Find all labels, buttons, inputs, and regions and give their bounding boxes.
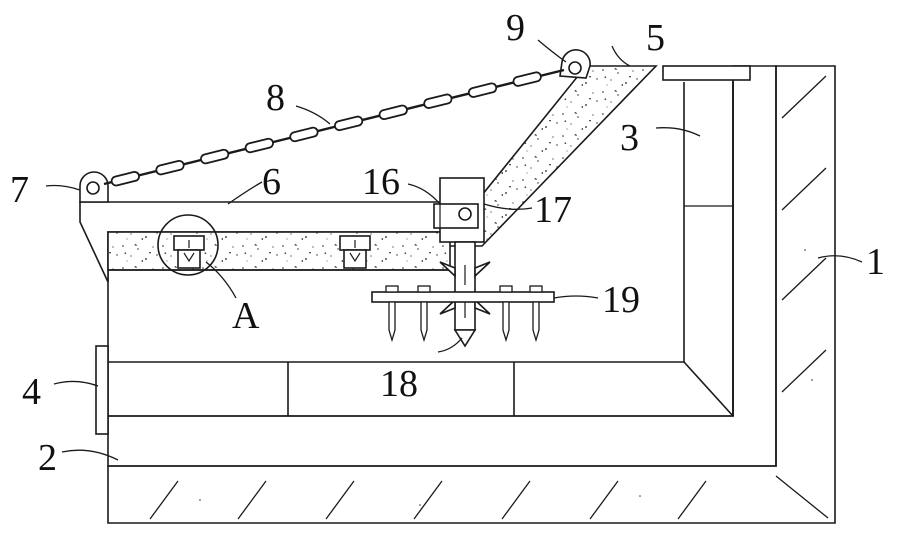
chain-link bbox=[111, 171, 140, 186]
chain-link bbox=[468, 82, 497, 97]
clamp-part-16-17 bbox=[434, 178, 484, 242]
chain-link bbox=[155, 160, 184, 175]
label-8: 8 bbox=[266, 77, 285, 119]
nail-head bbox=[386, 286, 398, 292]
label-9: 9 bbox=[506, 7, 525, 49]
pivot-part-7 bbox=[80, 172, 108, 202]
horizontal-arm-part-6 bbox=[80, 202, 450, 282]
chain-part-8 bbox=[104, 70, 564, 186]
nail-shaft bbox=[503, 302, 509, 340]
chain-link bbox=[379, 105, 408, 120]
nail-shaft bbox=[389, 302, 395, 340]
label-18: 18 bbox=[380, 363, 418, 405]
label-2: 2 bbox=[38, 437, 57, 479]
chain-link bbox=[334, 116, 363, 131]
side-plate-part-4 bbox=[96, 346, 108, 434]
chain-link bbox=[245, 138, 274, 153]
nail-head bbox=[530, 286, 542, 292]
label-4: 4 bbox=[22, 371, 41, 413]
nail-head bbox=[500, 286, 512, 292]
label-19: 19 bbox=[602, 279, 640, 321]
label-17: 17 bbox=[534, 189, 572, 231]
label-1: 1 bbox=[866, 241, 885, 283]
chain-link bbox=[513, 71, 542, 86]
nail-shaft bbox=[421, 302, 427, 340]
nozzle-device-left bbox=[174, 236, 204, 268]
chain-link bbox=[289, 127, 318, 142]
chain-link bbox=[423, 94, 452, 109]
nail-shaft bbox=[533, 302, 539, 340]
label-6: 6 bbox=[262, 161, 281, 203]
label-5: 5 bbox=[646, 17, 665, 59]
label-a: A bbox=[232, 295, 260, 337]
label-3: 3 bbox=[620, 117, 639, 159]
chain-link bbox=[200, 149, 229, 164]
pivot-part-9 bbox=[560, 50, 590, 78]
nozzle-device-right bbox=[340, 236, 370, 268]
label-16: 16 bbox=[362, 161, 400, 203]
nail-head bbox=[418, 286, 430, 292]
label-7: 7 bbox=[10, 169, 29, 211]
